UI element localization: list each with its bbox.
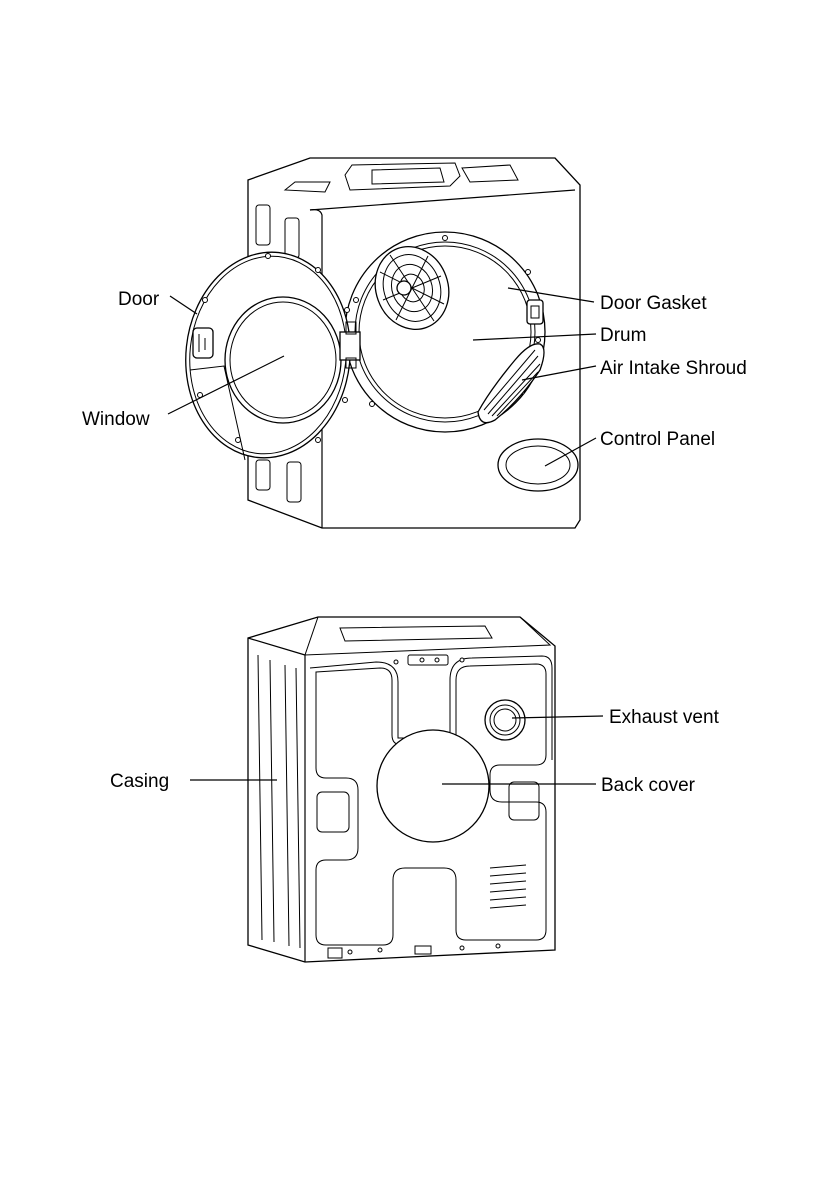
front-view: Door Window Door Gasket Drum Air Intake … <box>82 158 747 528</box>
label-casing: Casing <box>110 771 169 792</box>
label-exhaust-vent: Exhaust vent <box>609 707 720 728</box>
label-door-gasket: Door Gasket <box>600 293 707 314</box>
label-back-cover: Back cover <box>601 775 696 796</box>
door-window <box>225 297 341 423</box>
latch-receiver <box>527 300 543 324</box>
door-leader-line <box>170 296 197 314</box>
exhaust-vent-part <box>485 700 525 740</box>
label-air-intake-shroud: Air Intake Shroud <box>600 358 747 379</box>
label-window: Window <box>82 409 150 430</box>
back-cover-part <box>377 730 489 842</box>
door-handle <box>193 328 213 358</box>
label-control-panel: Control Panel <box>600 429 715 450</box>
label-drum: Drum <box>600 325 646 346</box>
door-hinge <box>340 332 360 360</box>
control-panel-part <box>498 439 578 491</box>
label-door: Door <box>118 289 160 310</box>
rear-view: Casing Exhaust vent Back cover <box>110 617 720 962</box>
